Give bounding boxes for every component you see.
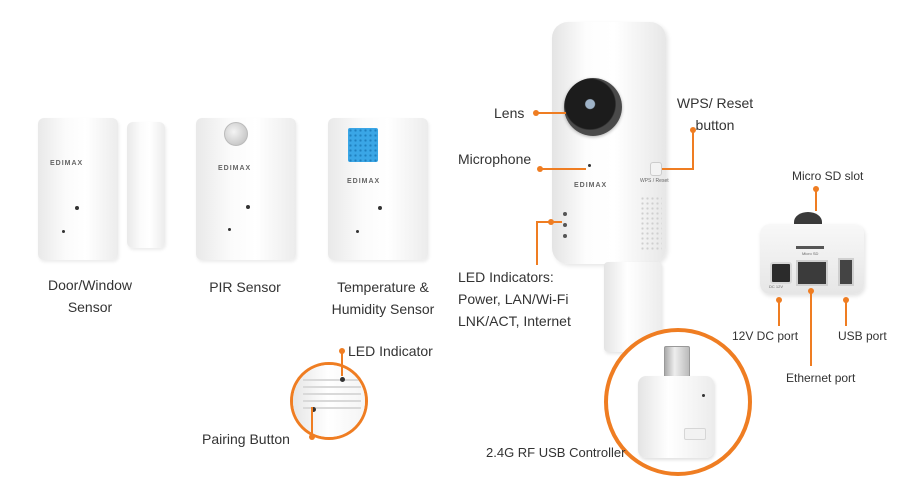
door-window-sensor-brand: EDIMAX: [50, 160, 84, 167]
led-indicators-callout-line-h2: [536, 221, 550, 223]
camera-brand: EDIMAX: [574, 182, 608, 189]
camera-microphone-hole: [588, 164, 591, 167]
door-window-sensor-body: [38, 118, 118, 260]
micro-sd-tiny-label: Micro SD: [802, 251, 819, 256]
dc-port-label: 12V DC port: [732, 329, 799, 343]
ethernet-port-callout-line: [810, 290, 812, 366]
microphone-callout-line: [540, 168, 586, 170]
sensor-zoom-led: [340, 377, 345, 382]
led-indicators-label-line3: LNK/ACT, Internet: [458, 313, 571, 329]
wps-reset-tiny-label: WPS / Reset: [640, 178, 669, 184]
wps-reset-label-line2: button: [695, 117, 735, 133]
pir-sensor-label: PIR Sensor: [209, 279, 281, 295]
wps-callout-line-horizontal: [662, 168, 694, 170]
pir-sensor-body: [196, 118, 296, 260]
led-indicators-label-line1: LED Indicators:: [458, 269, 554, 285]
led-indicator-label: LED Indicator: [348, 343, 433, 359]
micro-sd-slot: [796, 246, 824, 249]
temp-humidity-sensor-brand: EDIMAX: [347, 178, 381, 185]
usb-port-label: USB port: [838, 329, 887, 343]
door-window-sensor-label-line2: Sensor: [67, 299, 113, 315]
door-window-sensor-pairing-hole: [75, 206, 79, 210]
sensor-zoom-pairing-hole: [311, 407, 316, 412]
microphone-callout-dot: [537, 166, 543, 172]
usb-port: [838, 258, 854, 286]
door-window-sensor-label-line1: Door/Window: [47, 277, 133, 293]
sensor-zoom-circle: [290, 362, 368, 440]
led-indicators-label: LED Indicators: Power, LAN/Wi-Fi LNK/ACT…: [458, 266, 571, 332]
wps-callout-line-vertical: [692, 130, 694, 170]
led-indicators-callout-line-h: [550, 221, 562, 223]
temp-humidity-vent-icon: [348, 128, 378, 162]
pairing-button-callout-line: [311, 407, 313, 437]
door-window-sensor-led: [62, 230, 65, 233]
lens-callout-line: [536, 112, 566, 114]
led-indicators-callout-line-v: [536, 221, 538, 265]
lens-label: Lens: [494, 105, 525, 121]
usb-port-callout-line: [845, 300, 847, 326]
microphone-label: Microphone: [458, 151, 532, 167]
wps-reset-label: WPS/ Reset button: [670, 92, 760, 136]
camera-led-internet: [563, 234, 567, 238]
dc-port: [770, 262, 792, 284]
temp-humidity-sensor-led: [356, 230, 359, 233]
usb-controller-button[interactable]: [684, 428, 706, 440]
camera-led-lan-wifi: [563, 223, 567, 227]
ethernet-port-label: Ethernet port: [786, 371, 856, 385]
usb-controller-led: [702, 394, 705, 397]
lens-callout-dot: [533, 110, 539, 116]
wps-reset-label-line1: WPS/ Reset: [676, 95, 754, 111]
pir-sensor-pairing-hole: [246, 205, 250, 209]
led-indicator-callout-dot: [339, 348, 345, 354]
camera-led-power: [563, 212, 567, 216]
led-indicators-label-line2: Power, LAN/Wi-Fi: [458, 291, 569, 307]
pairing-button-callout-dot: [309, 434, 315, 440]
door-window-sensor-label: Door/Window Sensor: [30, 274, 150, 318]
sensor-zoom-vents: [303, 379, 361, 414]
door-window-magnet: [127, 122, 165, 248]
pir-sensor-led: [228, 228, 231, 231]
usb-controller-zoom-circle: [604, 328, 752, 476]
usb-controller-body: [638, 376, 714, 458]
ethernet-port: [796, 260, 828, 286]
temp-humidity-sensor-body: [328, 118, 428, 260]
pir-lens-icon: [224, 122, 248, 146]
temp-humidity-sensor-pairing-hole: [378, 206, 382, 210]
camera-lens-icon: [564, 78, 622, 136]
dc-port-tiny-label: DC 12V: [769, 284, 784, 289]
temp-humidity-sensor-label: Temperature & Humidity Sensor: [318, 276, 448, 320]
micro-sd-callout-line: [815, 189, 817, 211]
camera-side-vents: [640, 196, 662, 252]
temp-humidity-label-line2: Humidity Sensor: [331, 301, 435, 317]
pir-sensor-brand: EDIMAX: [218, 165, 252, 172]
pairing-button-label: Pairing Button: [202, 431, 290, 447]
micro-sd-slot-label: Micro SD slot: [792, 169, 864, 183]
led-indicator-callout-line: [341, 352, 343, 376]
usb-controller-label: 2.4G RF USB Controller: [486, 445, 626, 460]
temp-humidity-label-line1: Temperature &: [337, 279, 429, 295]
wps-reset-button[interactable]: [650, 162, 662, 176]
dc-port-callout-line: [778, 300, 780, 326]
